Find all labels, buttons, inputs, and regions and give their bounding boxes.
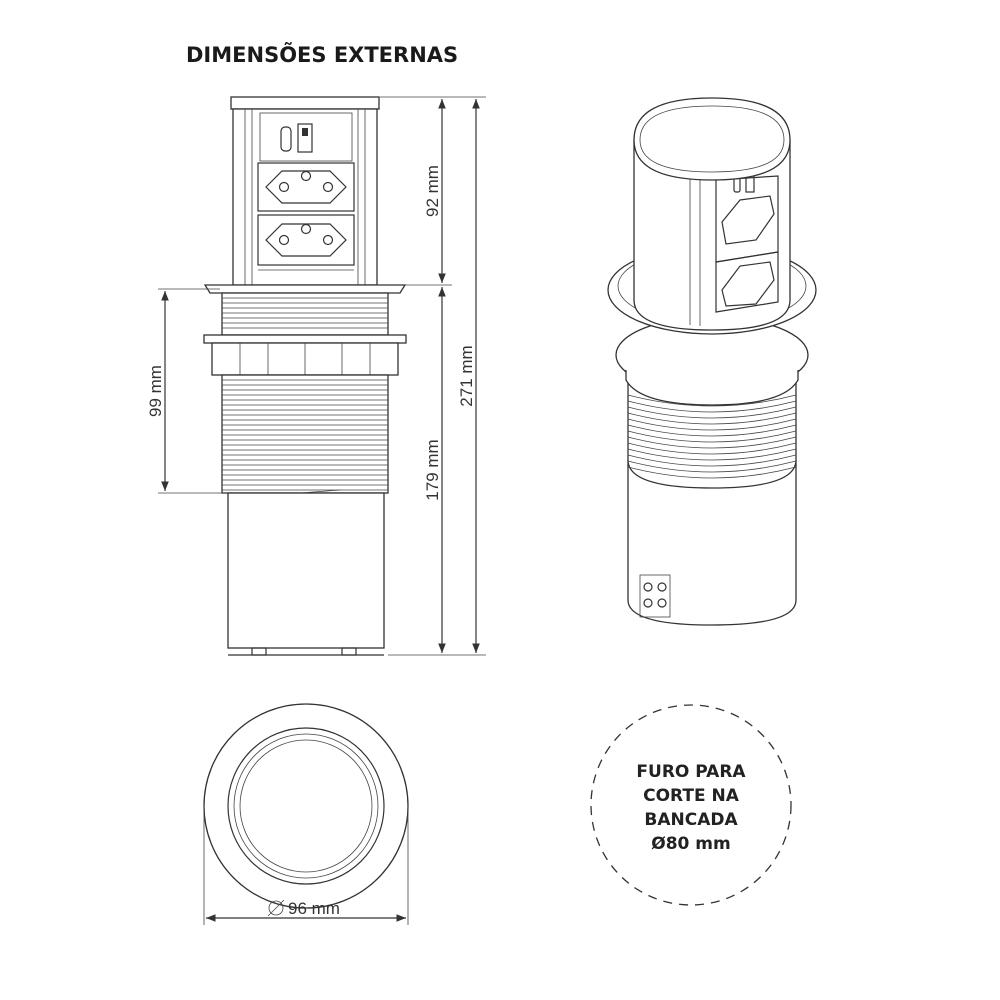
thread-line <box>627 454 797 467</box>
thread-line <box>627 430 797 443</box>
thread-line <box>627 436 797 449</box>
dim-diameter: 96 mm <box>288 899 340 918</box>
front-flange <box>203 284 407 294</box>
usb-a-icon <box>297 123 313 153</box>
dim-bottom-height: 179 mm <box>423 439 442 500</box>
dim-thread-height: 99 mm <box>146 365 165 417</box>
isometric-view <box>607 97 817 626</box>
socket-top-icon <box>265 170 347 204</box>
thread-line <box>627 460 797 473</box>
iso-socket-bottom-icon <box>721 261 775 307</box>
front-thread-upper <box>221 292 389 336</box>
front-top-cap <box>230 96 380 110</box>
iso-socket-panel-bottom <box>715 251 779 313</box>
iso-socket-top-icon <box>721 195 775 245</box>
thread-line <box>627 412 797 425</box>
iso-top-cap <box>633 97 791 181</box>
dim-top-height: 92 mm <box>423 165 442 217</box>
dim-total-height: 271 mm <box>457 345 476 406</box>
front-lower-body <box>227 492 385 649</box>
thread-line <box>627 418 797 431</box>
thread-line <box>627 394 797 407</box>
usb-panel <box>259 112 353 162</box>
top-view-outer-ring <box>203 703 409 909</box>
usb-c-icon <box>280 126 292 152</box>
thread-line <box>627 448 797 461</box>
cutout-note: FURO PARA CORTE NA BANCADA Ø80 mm <box>590 704 792 906</box>
socket-bottom-icon <box>265 223 347 257</box>
cutout-line-2: CORTE NA <box>643 786 740 806</box>
thread-line <box>627 400 797 413</box>
thread-line <box>627 406 797 419</box>
thread-line <box>627 466 797 479</box>
thread-line <box>627 424 797 437</box>
page-title: DIMENSÕES EXTERNAS <box>186 42 458 67</box>
iso-threads <box>627 378 797 489</box>
cutout-line-3: BANCADA <box>644 810 738 830</box>
cutout-line-1: FURO PARA <box>636 762 746 782</box>
iso-upper-body <box>633 140 791 331</box>
front-nut-top <box>203 334 407 344</box>
thread-line <box>627 442 797 455</box>
front-view: 92 mm 179 mm 271 mm 99 mm <box>146 96 486 656</box>
cutout-line-4: Ø80 mm <box>651 834 730 854</box>
top-view: 96 mm <box>203 703 409 925</box>
cutout-circle <box>590 704 792 906</box>
